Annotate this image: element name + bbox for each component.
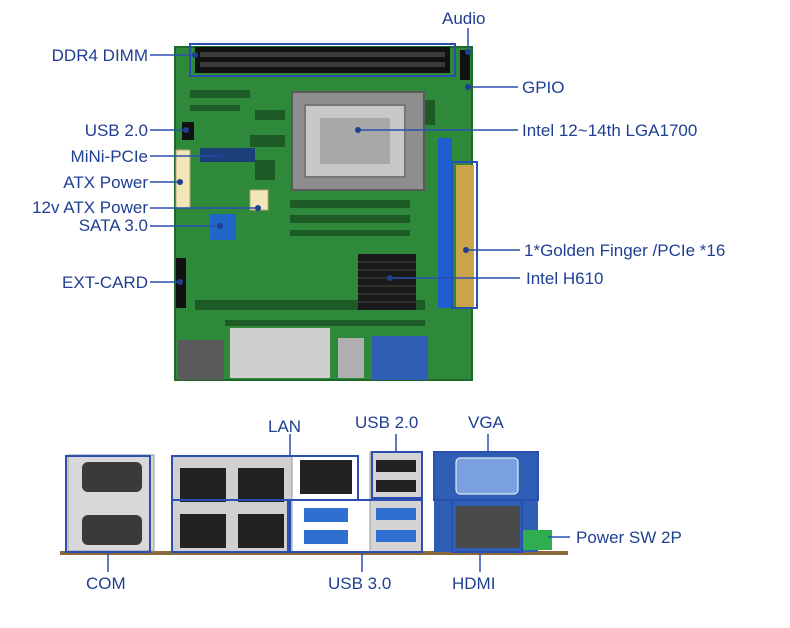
label-pcie: 1*Golden Finger /PCIe *16: [524, 241, 725, 260]
usb30-port-1: [304, 508, 348, 522]
usb30-port-4: [376, 530, 416, 542]
lan-port-2: [238, 468, 284, 502]
label-usb20-io: USB 2.0: [355, 413, 418, 432]
label-hdmi: HDMI: [452, 574, 495, 593]
label-extcard: EXT-CARD: [62, 273, 148, 292]
label-h610: Intel H610: [526, 269, 604, 288]
rear-io-panel: [60, 452, 568, 555]
ddr4-slot: [195, 47, 450, 73]
label-ddr4: DDR4 DIMM: [52, 46, 148, 65]
label-com: COM: [86, 574, 126, 593]
hdmi-port: [456, 506, 520, 548]
label-vga: VGA: [468, 413, 505, 432]
pcie-slot: [438, 138, 452, 308]
usb20-port-1: [376, 460, 416, 472]
power-sw-connector: [522, 530, 552, 550]
label-gpio: GPIO: [522, 78, 565, 97]
vga-port: [456, 458, 518, 494]
label-usb30: USB 3.0: [328, 574, 391, 593]
label-atx12: 12v ATX Power: [32, 198, 148, 217]
sata-ports: [210, 214, 236, 240]
label-sata: SATA 3.0: [79, 216, 148, 235]
golden-finger: [456, 165, 474, 307]
lan-port-4: [238, 514, 284, 548]
label-minipcie: MiNi-PCIe: [71, 147, 148, 166]
label-lan: LAN: [268, 417, 301, 436]
lan-port-5: [300, 460, 352, 494]
com-port-top: [82, 462, 142, 492]
board-usb-ports: [338, 338, 364, 378]
usb30-port-2: [304, 530, 348, 544]
lan-port-3: [180, 514, 226, 548]
label-power-sw: Power SW 2P: [576, 528, 682, 547]
com-port-bottom: [82, 515, 142, 545]
board-com-port: [178, 340, 224, 380]
minipcie-slot: [200, 148, 255, 162]
board-lan-ports: [230, 328, 330, 378]
atx-power-connector: [176, 150, 190, 208]
label-audio: Audio: [442, 9, 485, 28]
lan-port-1: [180, 468, 226, 502]
board-vga-port: [372, 336, 428, 380]
label-atx: ATX Power: [63, 173, 148, 192]
usb20-port-2: [376, 480, 416, 492]
label-usb20-board: USB 2.0: [85, 121, 148, 140]
usb30-port-3: [376, 508, 416, 520]
label-cpu: Intel 12~14th LGA1700: [522, 121, 697, 140]
motherboard: [175, 47, 474, 380]
